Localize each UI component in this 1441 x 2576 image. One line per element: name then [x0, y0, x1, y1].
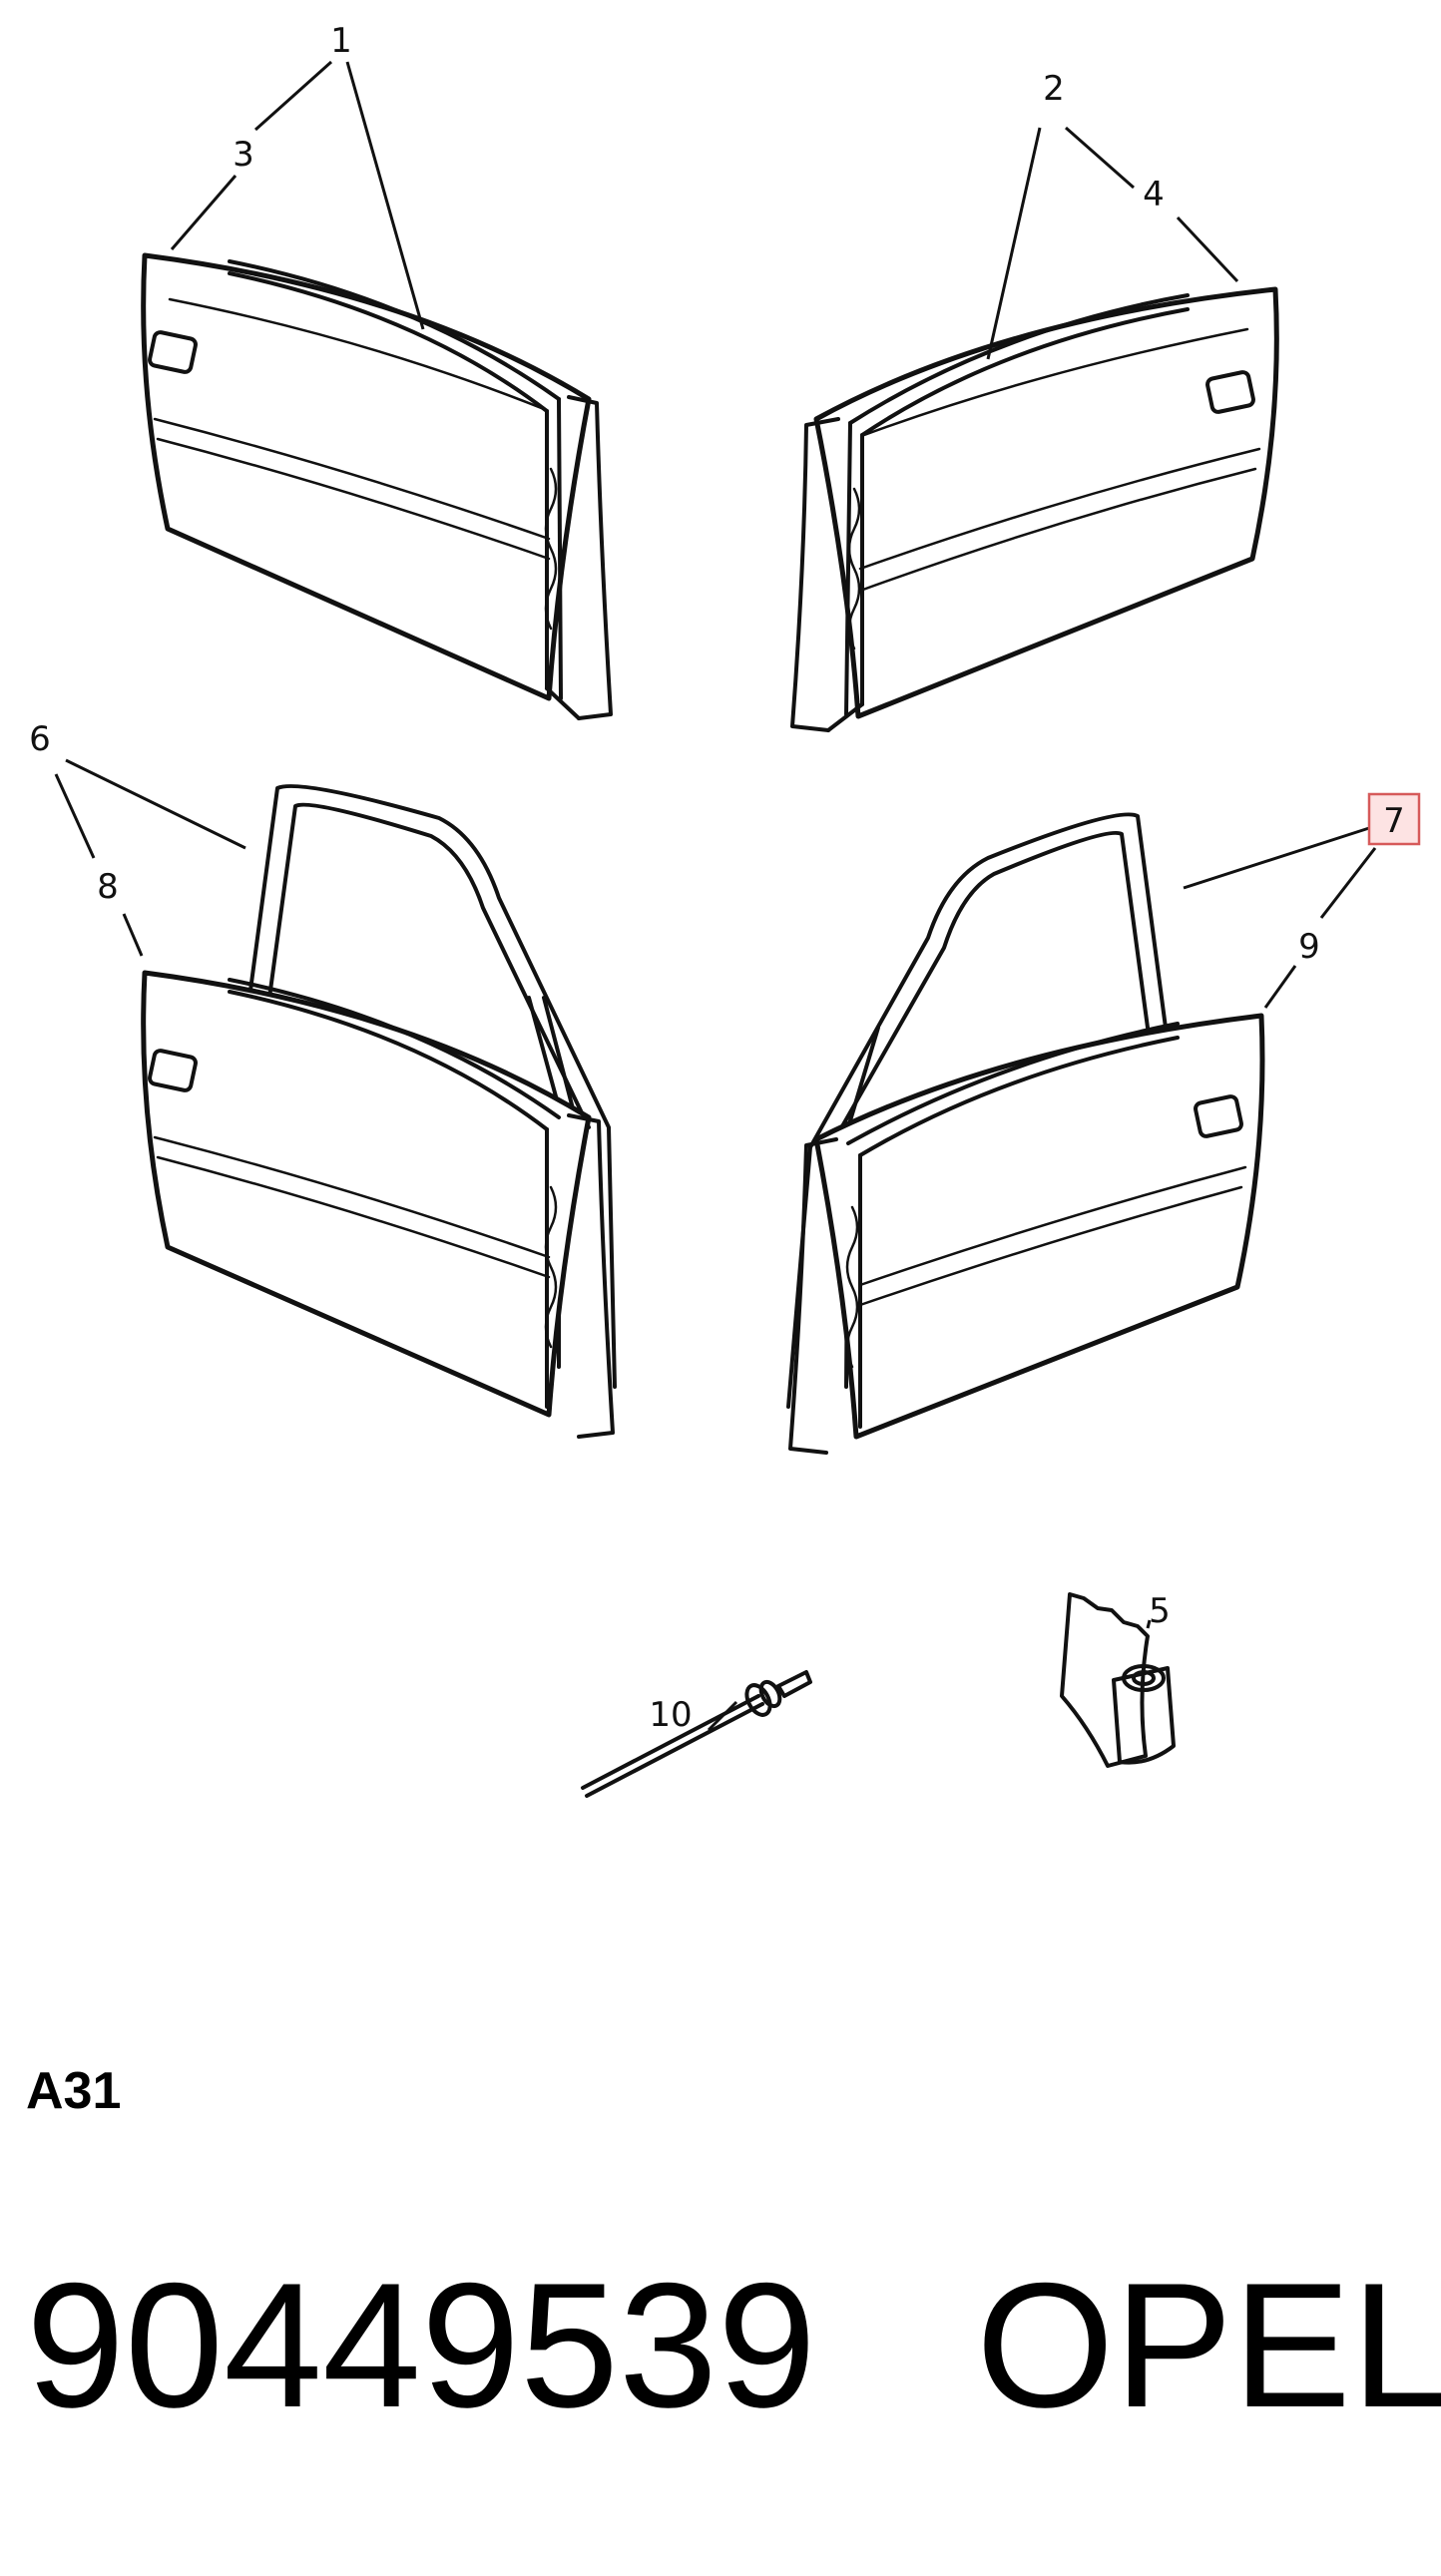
door-hinge	[1060, 1592, 1176, 1768]
callout-7-highlight-box	[1367, 792, 1421, 846]
door-shell-right-upper	[790, 286, 1279, 732]
leader-lines	[54, 60, 1377, 1732]
door-with-frame-left	[141, 784, 617, 1439]
door-with-frame-right	[786, 812, 1265, 1455]
callout-8: 8	[97, 867, 119, 907]
callout-10: 10	[649, 1695, 692, 1735]
door-shell-left-upper	[141, 252, 613, 720]
callout-1: 1	[330, 21, 352, 61]
callout-labels: 1 2 3 4 5 6 7 8 9 10	[29, 21, 1421, 1735]
callout-5: 5	[1149, 1591, 1171, 1631]
callout-9: 9	[1298, 927, 1320, 967]
callout-4: 4	[1143, 175, 1165, 215]
door-check-rod	[581, 1670, 812, 1798]
callout-6: 6	[29, 719, 51, 759]
part-number: 90449539	[26, 2246, 816, 2444]
brand-name: OPEL	[976, 2246, 1441, 2444]
section-code: A31	[26, 2062, 122, 2120]
callout-2: 2	[1043, 69, 1065, 109]
callout-3: 3	[233, 135, 254, 175]
callout-7: 7	[1383, 801, 1405, 841]
